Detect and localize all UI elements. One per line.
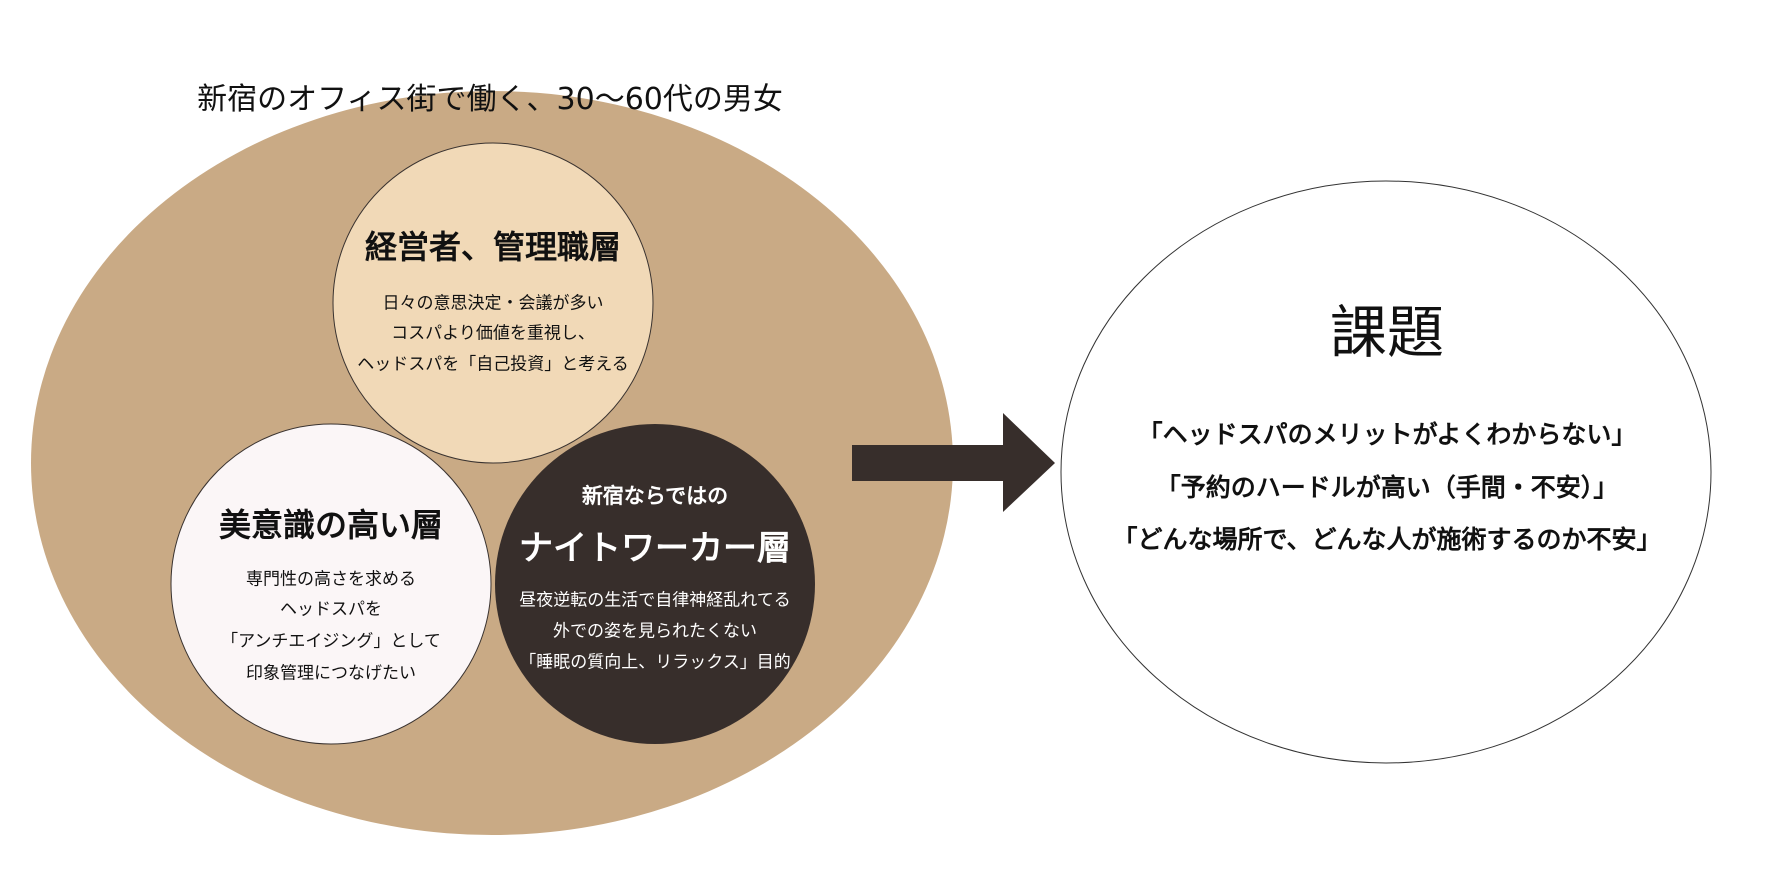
executives-line: 日々の意思決定・会議が多い (382, 293, 604, 314)
issues-ellipse (1060, 180, 1712, 764)
executives-title: 経営者、管理職層 (364, 228, 622, 266)
executives-line: ヘッドスパを「自己投資」と考える (357, 354, 629, 375)
beauty-line: 「アンチエイジング」として (221, 631, 441, 652)
arrow-right-icon (852, 413, 1055, 512)
issue-item: 「どんな場所で、どんな人が施術するのか不安」 (1112, 525, 1662, 554)
target-audience-title: 新宿のオフィス街で働く、30〜60代の男女 (197, 82, 783, 117)
executives-line: コスパより価値を重視し、 (391, 323, 595, 344)
beauty-line: 専門性の高さを求める (246, 569, 416, 590)
executives-circle (332, 142, 654, 464)
issue-item: 「予約のハードルが高い（手間・不安）」 (1155, 473, 1619, 502)
nightworker-circle (495, 424, 815, 744)
nightworker-title: ナイトワーカー層 (519, 528, 791, 569)
beauty-circle (170, 423, 492, 745)
beauty-line: ヘッドスパを (280, 599, 382, 620)
nightworker-line: 外での姿を見られたくない (553, 621, 757, 642)
nightworker-subtitle: 新宿ならではの (581, 484, 729, 508)
beauty-line: 印象管理につなげたい (246, 663, 416, 684)
nightworker-line: 「睡眠の質向上、リラックス」目的 (519, 652, 791, 673)
issue-item: 「ヘッドスパのメリットがよくわからない」 (1137, 420, 1637, 449)
issues-title: 課題 (1330, 300, 1444, 366)
beauty-title: 美意識の高い層 (218, 506, 444, 544)
nightworker-line: 昼夜逆転の生活で自律神経乱れてる (519, 590, 791, 611)
